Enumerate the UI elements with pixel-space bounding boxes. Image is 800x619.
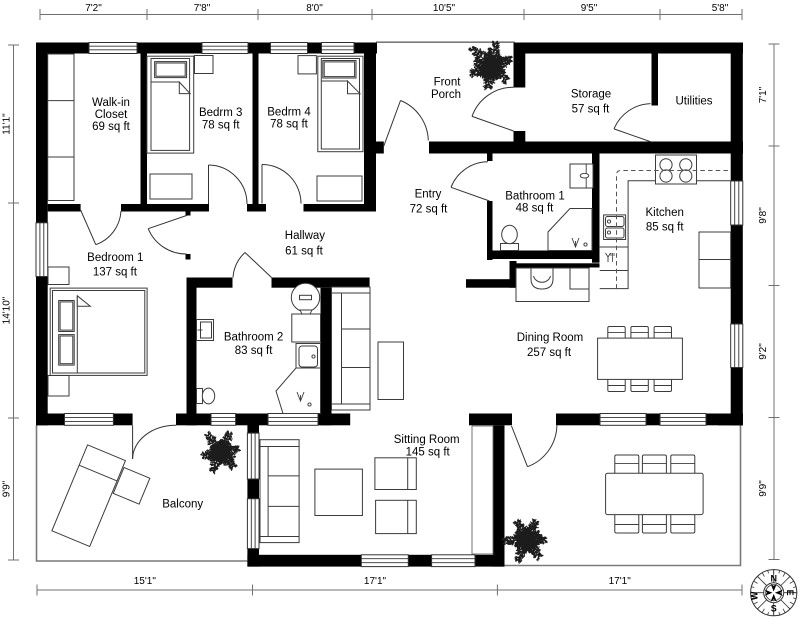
svg-text:Bedrm 4: Bedrm 4 <box>267 107 311 119</box>
svg-text:145 sq ft: 145 sq ft <box>406 446 451 458</box>
svg-text:E: E <box>785 590 795 596</box>
svg-text:Storage: Storage <box>571 89 611 101</box>
svg-text:72 sq ft: 72 sq ft <box>410 204 449 216</box>
svg-text:17'1": 17'1" <box>609 576 632 587</box>
svg-text:Dining Room: Dining Room <box>517 332 583 344</box>
svg-text:10'5": 10'5" <box>433 3 456 14</box>
svg-text:78 sq ft: 78 sq ft <box>202 119 241 131</box>
svg-text:Front: Front <box>434 77 462 89</box>
svg-text:W: W <box>750 591 760 600</box>
svg-text:78 sq ft: 78 sq ft <box>270 119 309 131</box>
svg-text:5'8": 5'8" <box>712 3 729 14</box>
svg-text:9'9": 9'9" <box>758 480 769 497</box>
svg-text:9'8": 9'8" <box>758 207 769 224</box>
svg-text:Bathroom 1: Bathroom 1 <box>505 191 564 203</box>
svg-text:7'8": 7'8" <box>194 3 211 14</box>
svg-text:Balcony: Balcony <box>162 498 203 510</box>
svg-text:9'5": 9'5" <box>581 3 598 14</box>
svg-text:Sitting Room: Sitting Room <box>394 434 460 446</box>
svg-text:83 sq ft: 83 sq ft <box>235 345 274 357</box>
svg-text:85 sq ft: 85 sq ft <box>646 222 685 234</box>
svg-text:11'1": 11'1" <box>2 113 13 135</box>
svg-text:14'10": 14'10" <box>2 296 13 324</box>
svg-text:61 sq ft: 61 sq ft <box>285 246 324 258</box>
svg-text:Utilities: Utilities <box>675 96 712 108</box>
svg-text:Bedroom 1: Bedroom 1 <box>87 252 143 264</box>
svg-text:48 sq ft: 48 sq ft <box>516 203 555 215</box>
svg-text:69 sq ft: 69 sq ft <box>92 121 131 133</box>
svg-text:S: S <box>771 604 777 614</box>
svg-text:Porch: Porch <box>431 89 461 101</box>
svg-text:15'1": 15'1" <box>134 576 157 587</box>
svg-text:57 sq ft: 57 sq ft <box>572 103 611 115</box>
svg-text:Walk-in: Walk-in <box>92 97 130 109</box>
svg-text:Bedrm 3: Bedrm 3 <box>199 107 242 119</box>
svg-text:Bathroom 2: Bathroom 2 <box>224 331 283 343</box>
svg-text:Entry: Entry <box>415 189 442 201</box>
svg-text:9'2": 9'2" <box>758 343 769 360</box>
svg-text:137 sq ft: 137 sq ft <box>93 266 138 278</box>
svg-text:Closet: Closet <box>95 109 128 121</box>
svg-text:257 sq ft: 257 sq ft <box>527 347 572 359</box>
svg-text:N: N <box>770 574 777 584</box>
svg-text:9'9": 9'9" <box>2 480 13 497</box>
svg-text:8'0": 8'0" <box>306 3 323 14</box>
svg-text:7'1": 7'1" <box>758 86 769 103</box>
svg-text:17'1": 17'1" <box>364 576 387 587</box>
svg-text:7'2": 7'2" <box>85 3 102 14</box>
svg-text:Kitchen: Kitchen <box>646 207 684 219</box>
svg-text:Hallway: Hallway <box>285 230 326 242</box>
